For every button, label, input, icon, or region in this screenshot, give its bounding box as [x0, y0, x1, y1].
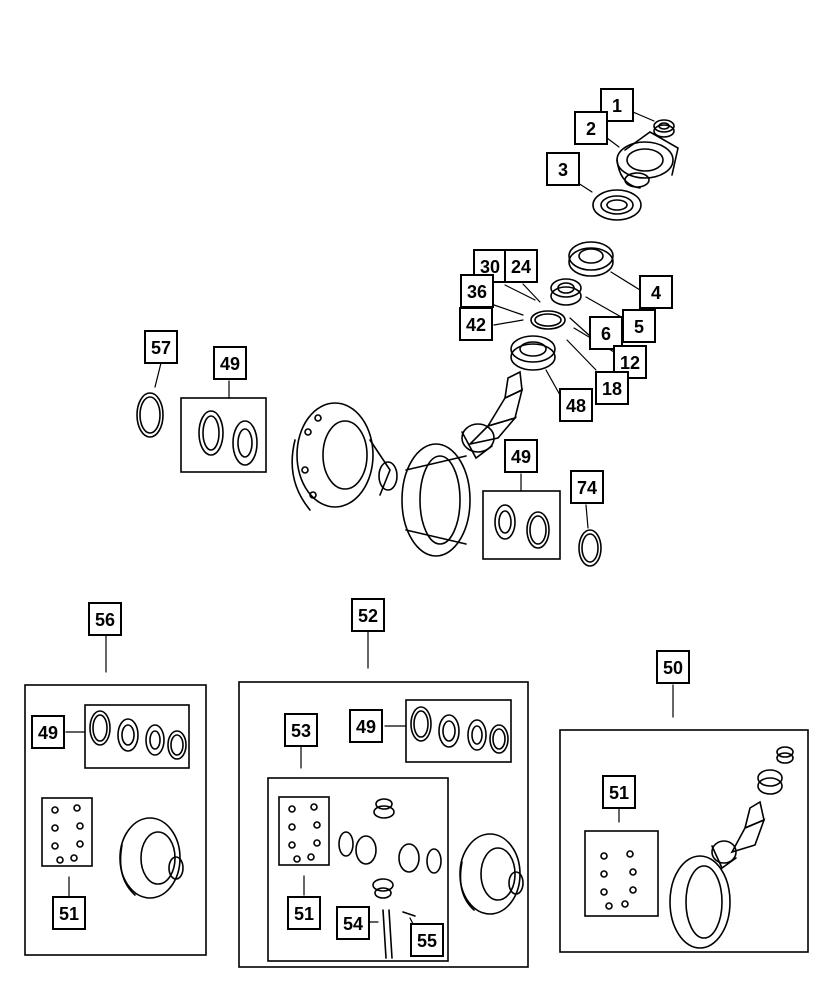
bearing-cup-part [550, 278, 582, 306]
spider-gears-53 [338, 798, 442, 959]
callout-53: 53 [291, 721, 311, 741]
callout-74: 74 [577, 478, 597, 498]
callout-1: 1 [612, 96, 622, 116]
ring-and-pinion-50 [669, 746, 794, 949]
callout-49-center: 49 [511, 447, 531, 467]
callout-50: 50 [663, 658, 683, 678]
callout-4: 4 [651, 283, 661, 303]
callout-51-kit-52: 51 [294, 904, 314, 924]
callout-52: 52 [358, 606, 378, 626]
bolt-kit-box-50 [584, 830, 659, 917]
bearing-kit-parts-56 [89, 710, 187, 760]
callout-30: 30 [480, 257, 500, 277]
bearing-kit-parts-center [494, 504, 550, 549]
callout-5: 5 [634, 317, 644, 337]
bearing-kit-parts-52 [410, 706, 509, 754]
callout-boxes [31, 88, 690, 957]
bolt-kit-box-56 [41, 797, 93, 867]
callout-42: 42 [466, 315, 486, 335]
bearing-kit-box-56 [84, 704, 190, 769]
differential-case-52 [459, 833, 524, 915]
callout-48: 48 [566, 396, 586, 416]
bolts-52 [288, 803, 321, 863]
bearing-kit-box-52 [405, 699, 512, 763]
outer-pinion-bearing-part [568, 241, 614, 277]
snap-ring-part-74 [578, 529, 602, 567]
callout-51-kit-50: 51 [609, 783, 629, 803]
differential-case-56 [119, 817, 184, 899]
callout-2: 2 [586, 119, 596, 139]
kit-box-56 [24, 684, 207, 956]
callout-labels: 1 2 3 4 5 6 12 18 30 24 36 42 48 57 49 4… [38, 96, 683, 951]
callout-49-left: 49 [220, 354, 240, 374]
callout-6: 6 [601, 324, 611, 344]
kit-box-50 [559, 729, 809, 953]
companion-flange-part [616, 131, 679, 189]
shim-part [530, 310, 566, 330]
gear-kit-box-53 [267, 777, 449, 962]
callout-24: 24 [511, 257, 531, 277]
ring-gear-part [401, 443, 471, 557]
callout-51-kit-56: 51 [59, 904, 79, 924]
snap-ring-part-57 [136, 392, 164, 438]
inner-pinion-bearing-part [510, 335, 556, 371]
callout-49-kit-56: 49 [38, 723, 58, 743]
bolts-56 [51, 804, 84, 864]
kit-box-52 [238, 681, 529, 968]
leader-lines [154, 111, 655, 529]
pinion-seal-part [592, 189, 642, 221]
bolts-50 [600, 850, 637, 910]
bolt-kit-box-52 [278, 796, 330, 866]
callout-54: 54 [343, 914, 363, 934]
callout-57: 57 [151, 338, 171, 358]
callout-3: 3 [558, 160, 568, 180]
bearing-kit-box-left [180, 397, 267, 473]
differential-case-part [291, 402, 398, 511]
callout-12: 12 [620, 353, 640, 373]
callout-55: 55 [417, 931, 437, 951]
drive-pinion-part [461, 370, 524, 460]
pinion-nut-part [653, 119, 675, 138]
bearing-kit-parts-left [198, 410, 258, 466]
callout-56: 56 [95, 610, 115, 630]
callout-36: 36 [467, 282, 487, 302]
callout-49-kit-52: 49 [356, 717, 376, 737]
callout-18: 18 [602, 379, 622, 399]
